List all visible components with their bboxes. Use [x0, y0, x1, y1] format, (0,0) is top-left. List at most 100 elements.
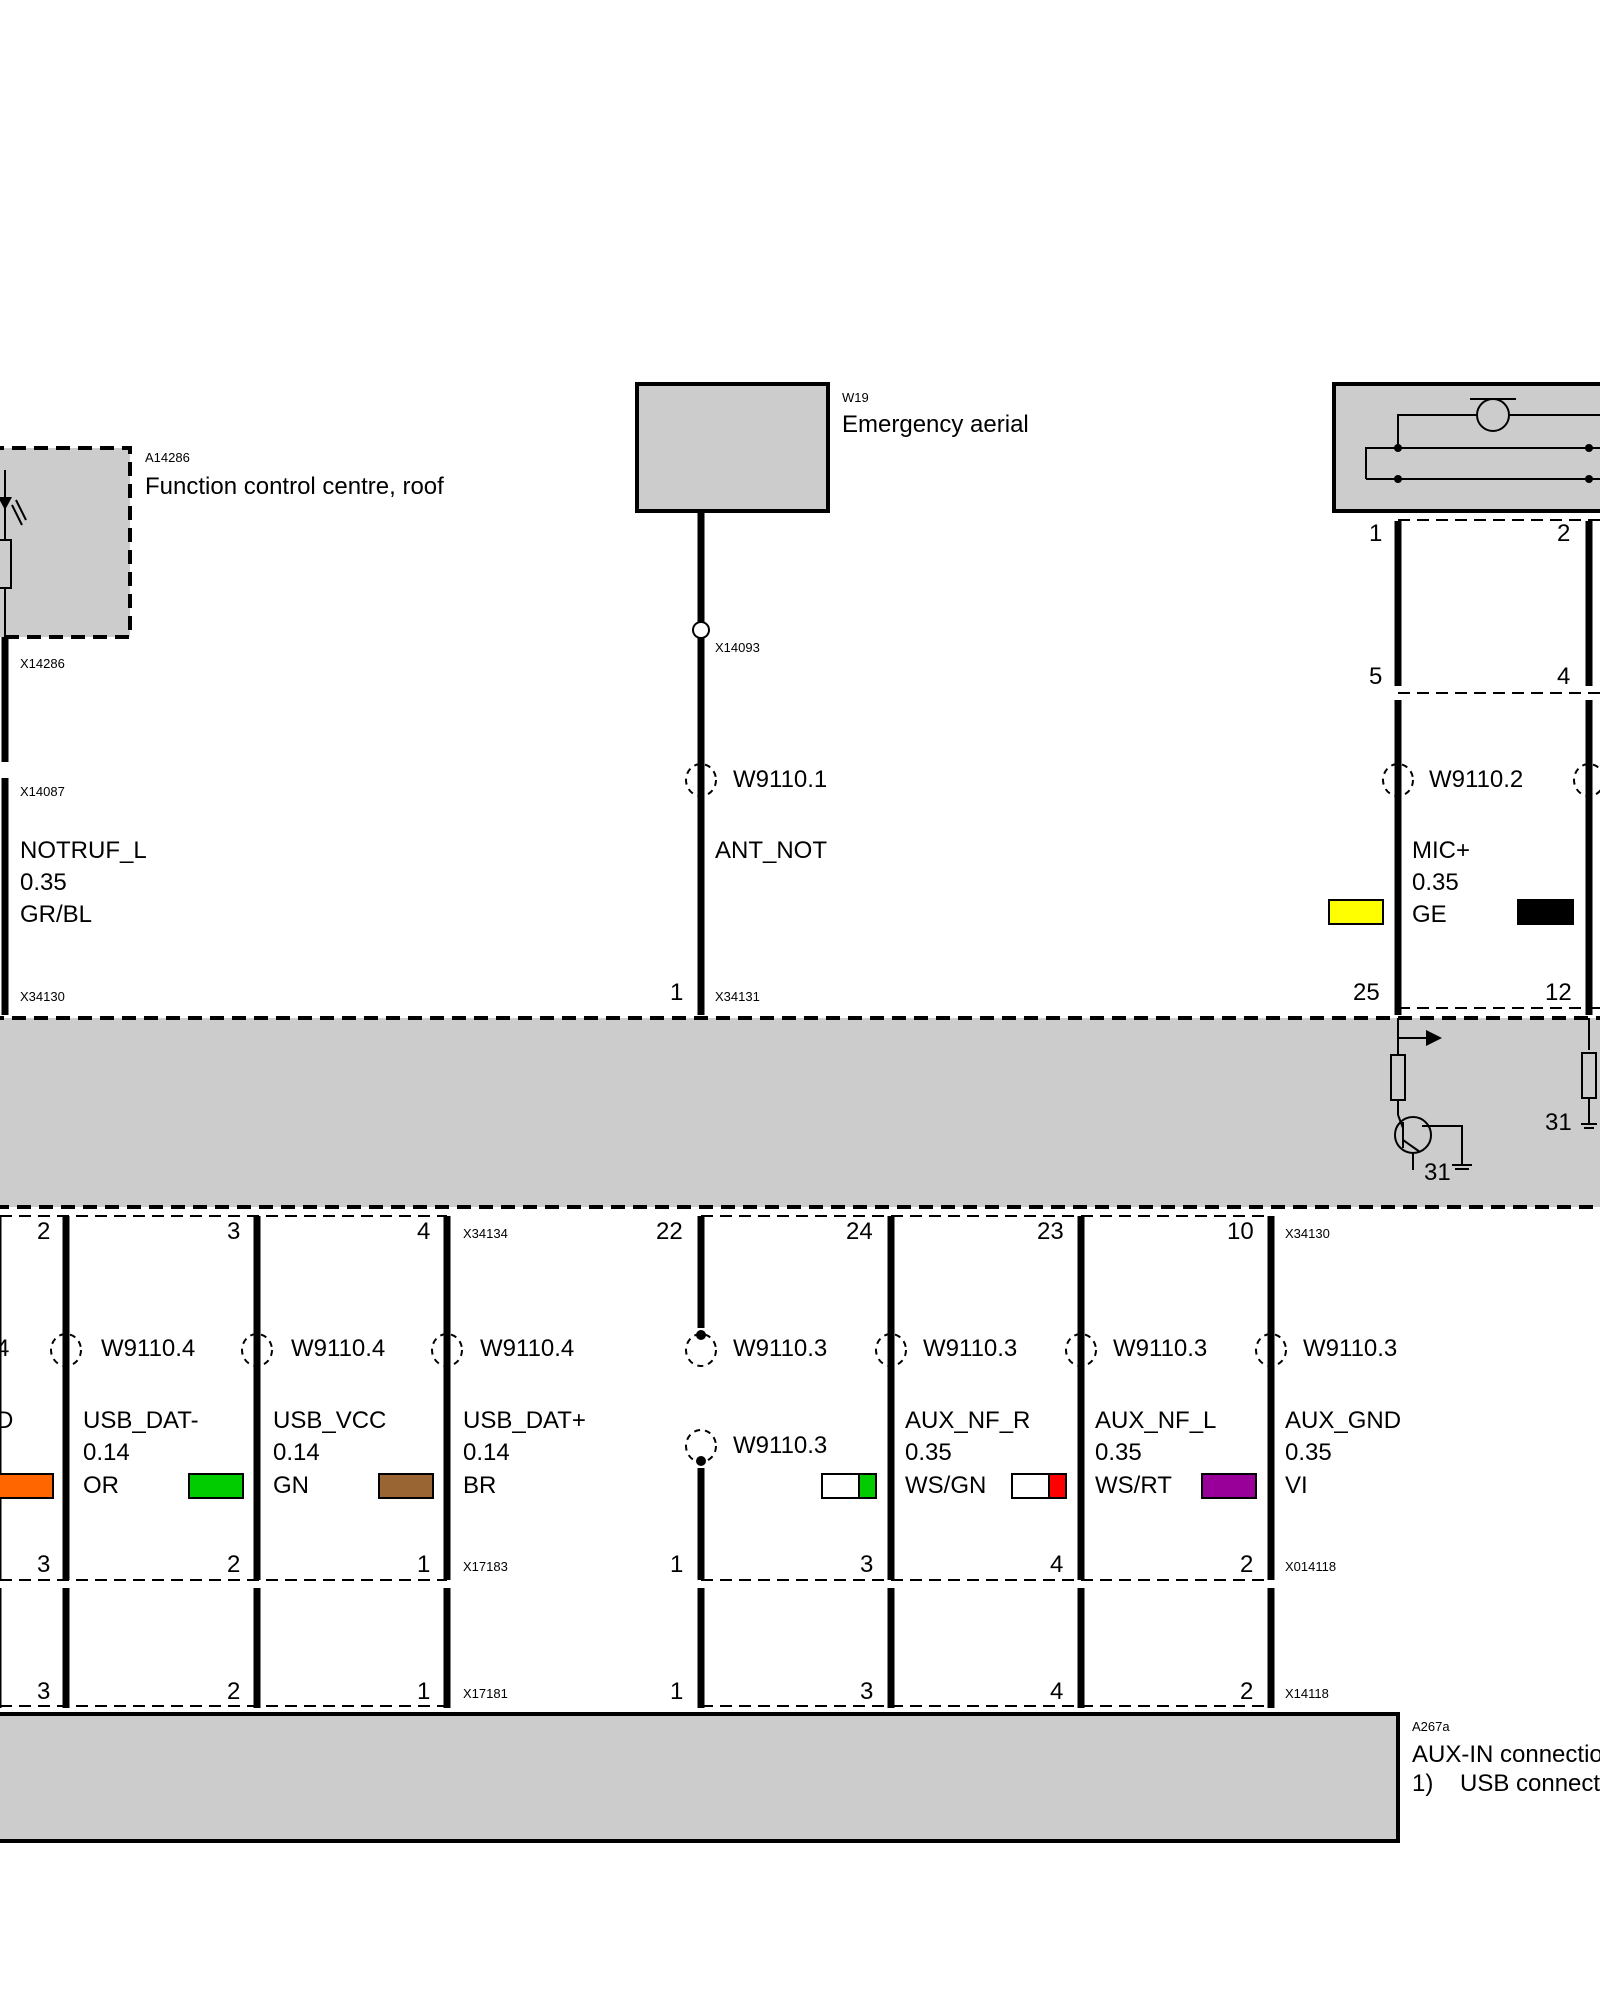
- notruf-color: GR/BL: [20, 901, 92, 928]
- x14286-label: X14286: [20, 656, 65, 671]
- control-module: [0, 1016, 1600, 1209]
- mic-pin-5: 5: [1369, 663, 1382, 690]
- pin-mid-b: 2: [227, 1551, 240, 1578]
- module-output-circuit: [1390, 1018, 1597, 1170]
- harness-22: W9110.3: [733, 1335, 827, 1362]
- mic-pin-12: 12: [1545, 979, 1572, 1006]
- gauge-usb-dat-minus: 0.14: [83, 1439, 130, 1466]
- a267a-id: A267a: [1412, 1719, 1450, 1734]
- a267a-note-num: 1): [1412, 1770, 1433, 1797]
- notruf-gauge: 0.35: [20, 869, 67, 896]
- pin-top-3: 3: [227, 1218, 240, 1245]
- pin-low-d: 1: [670, 1678, 683, 1705]
- swatch-yellow: [1328, 899, 1384, 925]
- x34130-bot-label: X34130: [1285, 1226, 1330, 1241]
- wire-ant-not: [685, 511, 717, 1015]
- x14118-label: X14118: [1285, 1686, 1329, 1701]
- signal-usb-dat-minus: USB_DAT-: [83, 1407, 199, 1434]
- pin-top-10: 10: [1227, 1218, 1254, 1245]
- color-usb-dat-minus: OR: [83, 1472, 119, 1499]
- harness-usb-vcc: W9110.4: [291, 1335, 385, 1362]
- a267a-name: AUX-IN connectio: [1412, 1741, 1600, 1768]
- ground-31-a: 31: [1424, 1159, 1451, 1186]
- color-usb-dat-plus: BR: [463, 1472, 496, 1499]
- swatch-brown: [378, 1473, 434, 1499]
- harness-usb-dat-minus: W9110.4: [101, 1335, 195, 1362]
- w9110-1-label: W9110.1: [733, 766, 827, 793]
- pin-top-4: 4: [417, 1218, 430, 1245]
- pin-low-g: 2: [1240, 1678, 1253, 1705]
- function-control-centre-roof: [0, 446, 132, 639]
- pin-mid-g: 2: [1240, 1551, 1253, 1578]
- wire-mic-plus: [1382, 521, 1414, 1015]
- pin-mid-d: 1: [670, 1551, 683, 1578]
- mic-gauge: 0.35: [1412, 869, 1459, 896]
- microphone: [1332, 382, 1600, 513]
- harness-aux-nf-r: W9110.3: [923, 1335, 1017, 1362]
- signal-usb-dat-plus: USB_DAT+: [463, 1407, 586, 1434]
- swatch-orange: [0, 1473, 54, 1499]
- swatch-white-green: [821, 1473, 877, 1499]
- x014118-label: X014118: [1285, 1559, 1336, 1574]
- mic-pin-1: 1: [1369, 520, 1382, 547]
- harness-aux-gnd: W9110.3: [1303, 1335, 1397, 1362]
- pin-mid-f: 4: [1050, 1551, 1063, 1578]
- x34131-label: X34131: [715, 989, 760, 1004]
- swatch-white-red: [1011, 1473, 1067, 1499]
- mic-color: GE: [1412, 901, 1447, 928]
- x34130-top-label: X34130: [20, 989, 65, 1004]
- a267a-note: USB connect: [1460, 1770, 1600, 1797]
- mic-pin-25: 25: [1353, 979, 1380, 1006]
- a14286-name: Function control centre, roof: [145, 473, 444, 500]
- w19-id: W19: [842, 390, 869, 405]
- mic-pin-4: 4: [1557, 663, 1570, 690]
- color-aux-nf-r: WS/GN: [905, 1472, 986, 1499]
- aux-in-connection: [0, 1712, 1400, 1843]
- signal-aux-nf-r: AUX_NF_R: [905, 1407, 1030, 1434]
- color-aux-nf-l: WS/RT: [1095, 1472, 1172, 1499]
- a14286-id: A14286: [145, 450, 190, 465]
- wire-mic-minus: [1573, 521, 1600, 1015]
- ground-31-b: 31: [1545, 1109, 1572, 1136]
- x14093-label: X14093: [715, 640, 760, 655]
- color-usb-vcc: GN: [273, 1472, 309, 1499]
- ant-not-pin: 1: [670, 979, 683, 1006]
- pin-mid-c: 1: [417, 1551, 430, 1578]
- swatch-violet: [1201, 1473, 1257, 1499]
- x17183-label: X17183: [463, 1559, 508, 1574]
- harness-aux-nf-l: W9110.3: [1113, 1335, 1207, 1362]
- pin-low-a: 3: [37, 1678, 50, 1705]
- gauge-aux-nf-r: 0.35: [905, 1439, 952, 1466]
- mic-pin-2: 2: [1557, 520, 1570, 547]
- pin-low-f: 4: [1050, 1678, 1063, 1705]
- signal-aux-gnd: AUX_GND: [1285, 1407, 1401, 1434]
- ant-not-signal: ANT_NOT: [715, 837, 827, 864]
- emergency-aerial: [635, 382, 830, 513]
- signal-usb-vcc: USB_VCC: [273, 1407, 386, 1434]
- pin-low-e: 3: [860, 1678, 873, 1705]
- x17181-label: X17181: [463, 1686, 508, 1701]
- pin-mid-a: 3: [37, 1551, 50, 1578]
- pin-low-c: 1: [417, 1678, 430, 1705]
- signal-partial: D: [0, 1407, 13, 1434]
- mic-signal: MIC+: [1412, 837, 1470, 864]
- color-aux-gnd: VI: [1285, 1472, 1308, 1499]
- w9110-2-label: W9110.2: [1429, 766, 1523, 793]
- notruf-signal: NOTRUF_L: [20, 837, 147, 864]
- swatch-green: [188, 1473, 244, 1499]
- pin-top-23: 23: [1037, 1218, 1064, 1245]
- w19-name: Emergency aerial: [842, 411, 1029, 438]
- pin-top-24: 24: [846, 1218, 873, 1245]
- pin-top-2: 2: [37, 1218, 50, 1245]
- harness-22-second: W9110.3: [733, 1432, 827, 1459]
- gauge-aux-gnd: 0.35: [1285, 1439, 1332, 1466]
- harness-usb-dat-plus: W9110.4: [480, 1335, 574, 1362]
- signal-aux-nf-l: AUX_NF_L: [1095, 1407, 1216, 1434]
- bottom-wires: [0, 1215, 1287, 1708]
- pin-mid-e: 3: [860, 1551, 873, 1578]
- pin-top-22: 22: [656, 1218, 683, 1245]
- gauge-usb-vcc: 0.14: [273, 1439, 320, 1466]
- swatch-black: [1517, 899, 1574, 925]
- gauge-usb-dat-plus: 0.14: [463, 1439, 510, 1466]
